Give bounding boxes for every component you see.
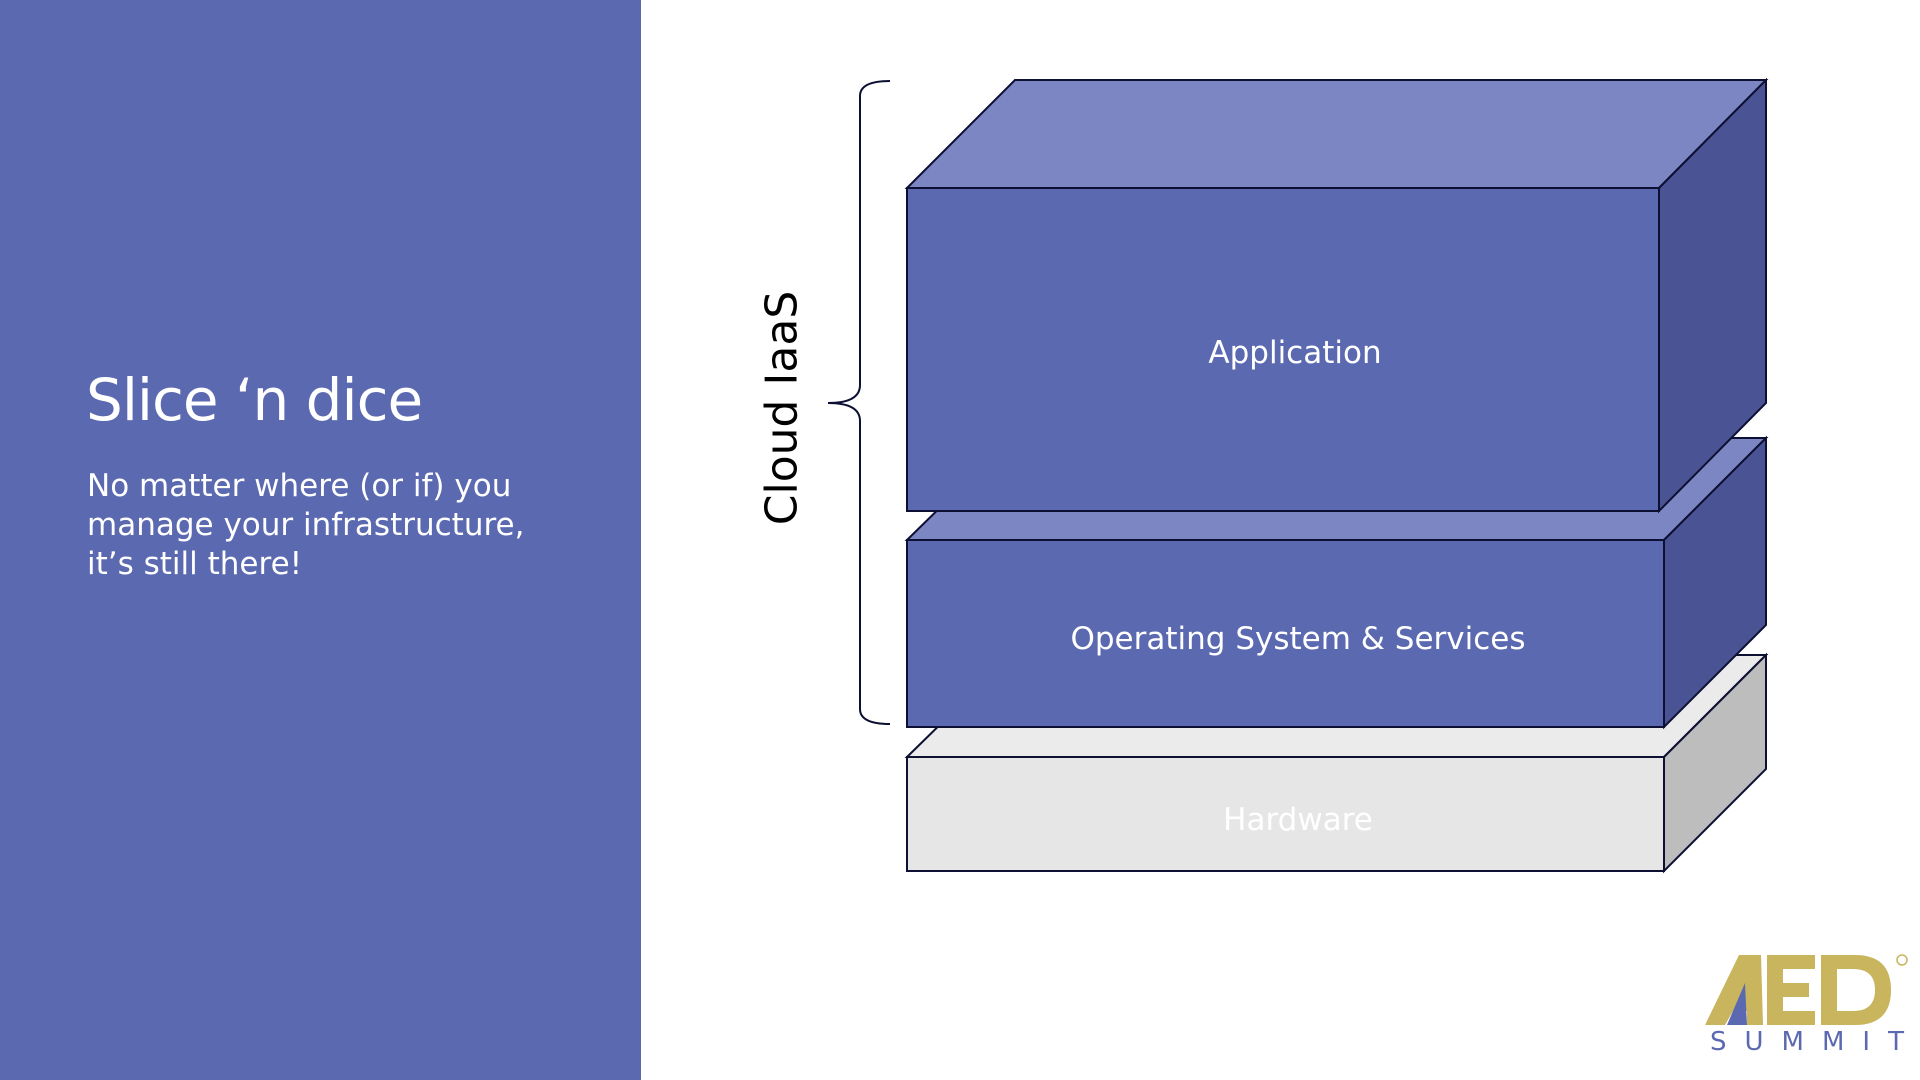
logo-summit-text: SUMMIT (1710, 1027, 1920, 1057)
slide-subtitle: No matter where (or if) you manage your … (87, 468, 525, 582)
slide-title: Slice ‘n dice (86, 366, 423, 434)
left-panel: Slice ‘n dice No matter where (or if) yo… (0, 0, 641, 1080)
application-block (904, 77, 1769, 514)
aed-logo-mark (1705, 954, 1908, 1025)
application-top-face (904, 79, 1769, 189)
aed-summit-logo: SUMMIT (1705, 953, 1911, 1063)
cloud-iaas-label: Cloud IaaS (756, 290, 808, 526)
os-front-face (906, 539, 1665, 728)
curly-brace (827, 80, 891, 725)
os-services-label: Operating System & Services (1070, 621, 1526, 657)
hardware-front-face (906, 756, 1665, 872)
hardware-label: Hardware (1223, 802, 1373, 838)
application-front-face (906, 187, 1660, 512)
application-label: Application (1208, 335, 1382, 371)
